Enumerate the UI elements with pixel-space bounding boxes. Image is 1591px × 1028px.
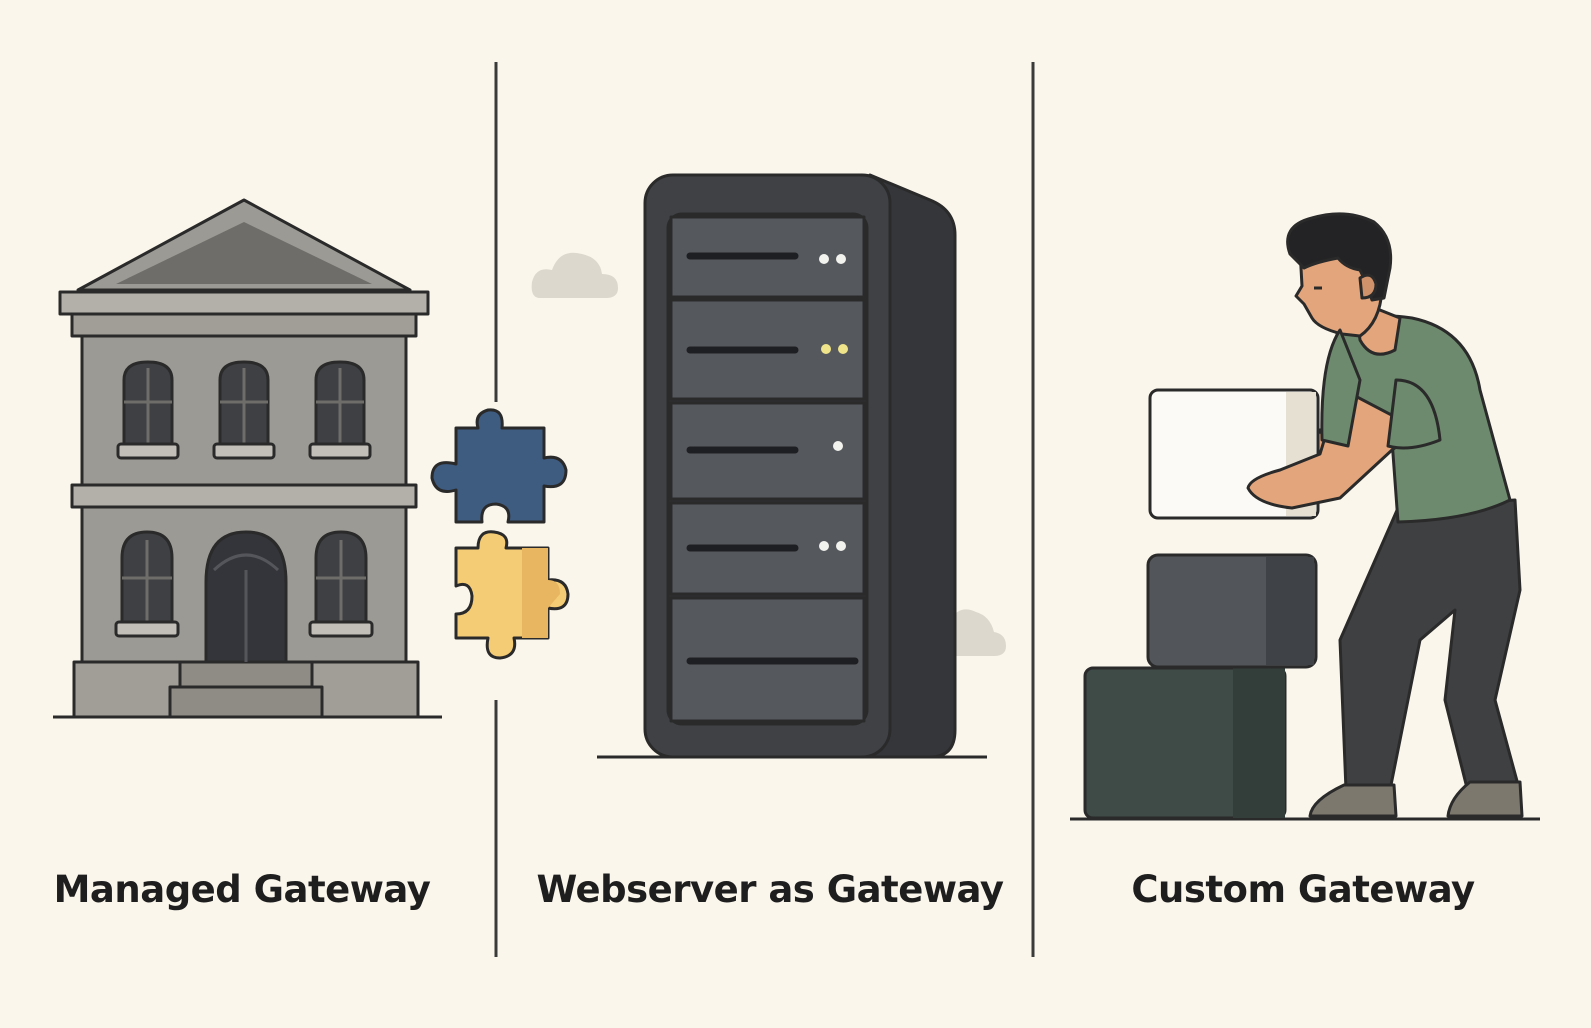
puzzle-piece-blue	[430, 408, 568, 524]
panel-label-managed-gateway: Managed Gateway	[53, 868, 431, 911]
panel-label-custom-gateway: Custom Gateway	[1131, 868, 1475, 911]
panel-label-webserver-gateway: Webserver as Gateway	[536, 868, 1004, 911]
person-stacking-boxes-icon	[1070, 212, 1540, 821]
panel-dividers	[494, 62, 1035, 957]
cloud-icon	[531, 252, 618, 298]
building-icon	[53, 198, 442, 719]
server-tower-icon	[597, 173, 987, 759]
cloud-icon	[950, 609, 1006, 656]
puzzle-pieces-icon	[430, 408, 570, 660]
